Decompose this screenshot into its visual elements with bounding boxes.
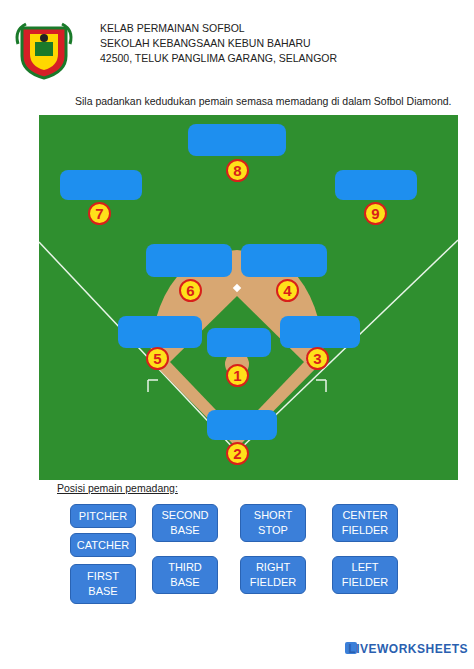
position-number: 7 <box>95 205 103 222</box>
position-button: PITCHER <box>70 504 136 528</box>
base <box>233 284 241 292</box>
position-button: CATCHER <box>70 533 136 557</box>
instruction-text: Posisi pemain pemadang: <box>57 482 178 494</box>
position-number: 9 <box>371 205 379 222</box>
callout-number: 7 <box>88 202 111 225</box>
watermark: LIVEWORKSHEETS <box>348 642 468 656</box>
position-button: RIGHT FIELDER <box>240 556 306 594</box>
callout-number: 2 <box>226 442 249 465</box>
position-name: SHORT STOP <box>245 508 301 538</box>
position-name: CATCHER <box>77 538 129 553</box>
position-name: CENTER FIELDER <box>337 508 393 538</box>
position-button: SHORT STOP <box>240 504 306 542</box>
callout-number: 6 <box>179 279 202 302</box>
position-number: 6 <box>186 282 194 299</box>
position-name: LEFT FIELDER <box>337 560 393 590</box>
header-text: SEKOLAH KEBANGSAAN KEBUN BAHARU <box>100 37 311 49</box>
position-number: 2 <box>233 445 241 462</box>
position-name: THIRD BASE <box>157 560 213 590</box>
school-logo <box>17 24 71 78</box>
instruction-text: Sila padankan kedudukan pemain semasa me… <box>75 95 451 107</box>
callout-number: 4 <box>276 279 299 302</box>
position-number: 5 <box>153 350 161 367</box>
infield-dirt <box>150 250 324 448</box>
position-number: 3 <box>313 350 321 367</box>
grass-field <box>39 115 458 480</box>
answer-boxes <box>60 124 417 440</box>
position-name: SECOND BASE <box>157 508 213 538</box>
position-name: FIRST BASE <box>75 569 131 599</box>
position-button: CENTER FIELDER <box>332 504 398 542</box>
callout-number: 5 <box>146 347 169 370</box>
position-button: THIRD BASE <box>152 556 218 594</box>
position-button: SECOND BASE <box>152 504 218 542</box>
position-number: 1 <box>233 367 241 384</box>
position-name: RIGHT FIELDER <box>245 560 301 590</box>
position-number: 8 <box>233 162 241 179</box>
position-number: 4 <box>283 282 291 299</box>
header-text: KELAB PERMAINAN SOFBOL <box>100 22 245 34</box>
callout-number: 9 <box>364 202 387 225</box>
position-name: PITCHER <box>79 509 127 524</box>
callout-number: 1 <box>226 364 249 387</box>
position-button: LEFT FIELDER <box>332 556 398 594</box>
callout-number: 8 <box>226 159 249 182</box>
position-button: FIRST BASE <box>70 564 136 604</box>
callout-number: 3 <box>306 347 329 370</box>
header-text: 42500, TELUK PANGLIMA GARANG, SELANGOR <box>100 52 337 64</box>
